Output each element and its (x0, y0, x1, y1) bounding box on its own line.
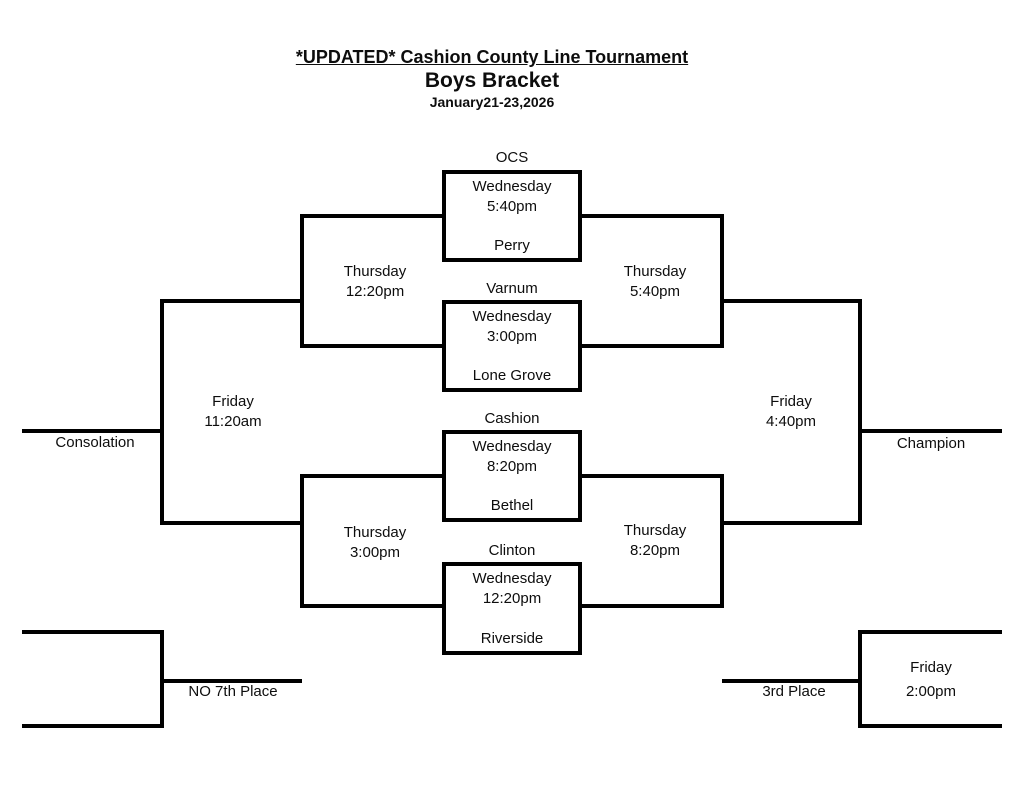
left-semi-bottom-exit (160, 521, 302, 525)
championship-vertical (858, 299, 862, 525)
right-semi-top-day: Thursday (623, 263, 687, 280)
third-bracket-bottom-line (858, 724, 1002, 728)
game1-day: Wednesday (472, 178, 552, 195)
connector-game3-left (302, 474, 442, 478)
left-semi-top-vertical (300, 214, 304, 348)
game1-time: 5:40pm (486, 198, 538, 215)
game4-bottom-team: Riverside (480, 630, 544, 647)
championship-day: Friday (770, 393, 812, 410)
consolation-final-vertical (160, 299, 164, 525)
no-seventh-place-label: NO 7th Place (188, 683, 278, 700)
game3-top-team: Cashion (484, 410, 540, 427)
consolation-final-time: 11:20am (204, 413, 262, 430)
seventh-bracket-feeder-line (160, 679, 302, 683)
third-place-label: 3rd Place (762, 683, 826, 700)
third-place-time: 2:00pm (905, 683, 957, 700)
right-semi-bottom-exit (722, 521, 862, 525)
consolation-label: Consolation (55, 434, 135, 451)
champion-label: Champion (896, 435, 966, 452)
seventh-bracket-bottom-line (22, 724, 164, 728)
consolation-final-day: Friday (212, 393, 254, 410)
right-semi-top-exit (722, 299, 862, 303)
game2-box: Wednesday 3:00pm Lone Grove (442, 300, 582, 392)
consolation-final-label: Friday 11:20am (163, 392, 303, 432)
left-semi-bottom-time: 3:00pm (349, 544, 401, 561)
left-semi-top-exit (160, 299, 302, 303)
connector-game3-right (582, 474, 724, 478)
right-semi-top-vertical (720, 214, 724, 348)
game1-top-team: OCS (495, 149, 529, 166)
game2-day: Wednesday (472, 308, 552, 325)
bracket-title: Boys Bracket (424, 69, 560, 92)
right-semi-top-label: Thursday 5:40pm (585, 262, 725, 302)
left-semi-top-label: Thursday 12:20pm (305, 262, 445, 302)
game3-box: Wednesday 8:20pm Bethel (442, 430, 582, 522)
game4-time: 12:20pm (482, 590, 542, 607)
game4-top-team: Clinton (488, 542, 536, 559)
championship-label: Friday 4:40pm (721, 392, 861, 432)
game1-box: Wednesday 5:40pm Perry (442, 170, 582, 262)
connector-game2-left (302, 344, 442, 348)
right-semi-bottom-vertical (720, 474, 724, 608)
connector-game1-left (302, 214, 442, 218)
game4-day: Wednesday (472, 570, 552, 587)
left-semi-top-day: Thursday (343, 263, 407, 280)
right-semi-top-time: 5:40pm (629, 283, 681, 300)
game2-bottom-team: Lone Grove (472, 367, 552, 384)
game3-day: Wednesday (472, 438, 552, 455)
game3-bottom-team: Bethel (490, 497, 534, 514)
left-semi-bottom-label: Thursday 3:00pm (305, 523, 445, 563)
game4-box: Wednesday 12:20pm Riverside (442, 562, 582, 655)
championship-time: 4:40pm (765, 413, 817, 430)
game2-top-team: Varnum (486, 280, 538, 297)
game2-time: 3:00pm (486, 328, 538, 345)
game3-time: 8:20pm (486, 458, 538, 475)
right-semi-bottom-time: 8:20pm (629, 542, 681, 559)
champion-line (858, 429, 1002, 433)
third-place-day: Friday (910, 659, 952, 676)
third-bracket-top-line (858, 630, 1002, 634)
game1-bottom-team: Perry (494, 237, 530, 254)
tournament-title: *UPDATED* Cashion County Line Tournament (295, 47, 689, 67)
consolation-line (22, 429, 164, 433)
title-block: *UPDATED* Cashion County Line Tournament… (0, 46, 984, 110)
connector-game1-right (582, 214, 724, 218)
left-semi-bottom-vertical (300, 474, 304, 608)
connector-game2-right (582, 344, 724, 348)
right-semi-bottom-day: Thursday (623, 522, 687, 539)
third-place-game-label: Friday 2:00pm (862, 656, 1000, 704)
tournament-dates: January21-23,2026 (429, 94, 555, 110)
connector-game4-right (582, 604, 724, 608)
connector-game4-left (302, 604, 442, 608)
seventh-bracket-top-line (22, 630, 164, 634)
third-bracket-feeder-line (722, 679, 862, 683)
right-semi-bottom-label: Thursday 8:20pm (585, 521, 725, 561)
left-semi-top-time: 12:20pm (345, 283, 405, 300)
left-semi-bottom-day: Thursday (343, 524, 407, 541)
